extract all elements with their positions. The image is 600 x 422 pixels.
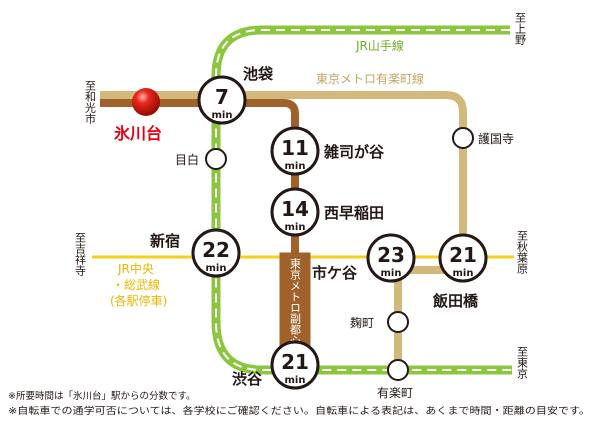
minutes: 22 [202, 238, 230, 262]
fukutoshin-label-box [280, 253, 310, 349]
station-shinjuku[interactable]: 22 min [191, 228, 241, 278]
minutes-unit: min [206, 263, 227, 274]
minutes-unit: min [285, 161, 306, 172]
direction-kichijoji: 至吉祥寺 [74, 232, 87, 276]
note-1: ※所要時間は「氷川台」駅からの分数です。 [8, 390, 196, 402]
line-label-yamanote: JR山手線 [355, 38, 404, 53]
station-nishiwaseda[interactable]: 14 min [270, 187, 320, 237]
minutes: 21 [281, 350, 309, 374]
station-yurakucho[interactable] [387, 359, 409, 381]
station-mejiro-label: 目白 [175, 152, 199, 167]
station-ikebukuro-label: 池袋 [243, 65, 274, 83]
minutes: 21 [449, 243, 477, 267]
station-shibuya[interactable]: 21 min [270, 340, 320, 390]
station-ikebukuro[interactable]: 7 min [197, 75, 247, 125]
station-iidabashi[interactable]: 21 min [438, 233, 488, 283]
station-yurakucho-label: 有楽町 [377, 386, 413, 400]
station-mejiro[interactable] [205, 148, 227, 170]
minutes: 11 [281, 136, 309, 160]
line-label-chuo-1: JR中央 [117, 261, 154, 276]
direction-wakoshi: 至和光市 [84, 80, 97, 125]
station-ichigaya[interactable]: 23 min [366, 233, 416, 283]
station-gokokuji-label: 護国寺 [478, 131, 514, 146]
station-gokokuji[interactable] [452, 127, 474, 149]
line-label-chuo-3: (各駅停車) [110, 293, 167, 308]
minutes-unit: min [285, 222, 306, 233]
direction-akihabara: 至秋葉原 [516, 230, 529, 274]
station-kojimachi-label: 麹町 [350, 315, 374, 330]
fukutoshin-line [100, 99, 299, 370]
direction-tokyo: 至東京 [516, 346, 529, 380]
minutes-unit: min [381, 268, 402, 279]
station-kojimachi[interactable] [387, 311, 409, 333]
station-shibuya-label: 渋谷 [232, 370, 263, 388]
station-zoshigaya[interactable]: 11 min [270, 126, 320, 176]
station-shinjuku-label: 新宿 [150, 232, 180, 250]
note-2: ※自転車での通学可否については、各学校にご確認ください。自転車による表記は、あく… [8, 405, 590, 417]
origin-station-label: 氷川台 [114, 124, 162, 143]
line-label-yurakucho: 東京メトロ有楽町線 [316, 71, 424, 86]
minutes-unit: min [285, 375, 306, 386]
station-ichigaya-label: 市ケ谷 [312, 264, 358, 282]
direction-ueno: 至上野 [514, 12, 527, 45]
station-iidabashi-label: 飯田橋 [432, 292, 479, 310]
minutes-unit: min [453, 268, 474, 279]
line-label-chuo-2: ・総武線 [112, 277, 160, 292]
minutes: 23 [377, 243, 405, 267]
minutes: 14 [281, 197, 309, 221]
line-label-fukutoshin: 東京メトロ副都心線 [289, 258, 302, 357]
station-nishiwaseda-label: 西早稲田 [324, 204, 384, 222]
minutes-unit: min [212, 110, 233, 121]
station-zoshigaya-label: 雑司が谷 [323, 143, 385, 161]
minutes: 7 [215, 85, 229, 109]
yamanote-line [211, 25, 512, 375]
origin-station-marker[interactable] [132, 88, 160, 116]
